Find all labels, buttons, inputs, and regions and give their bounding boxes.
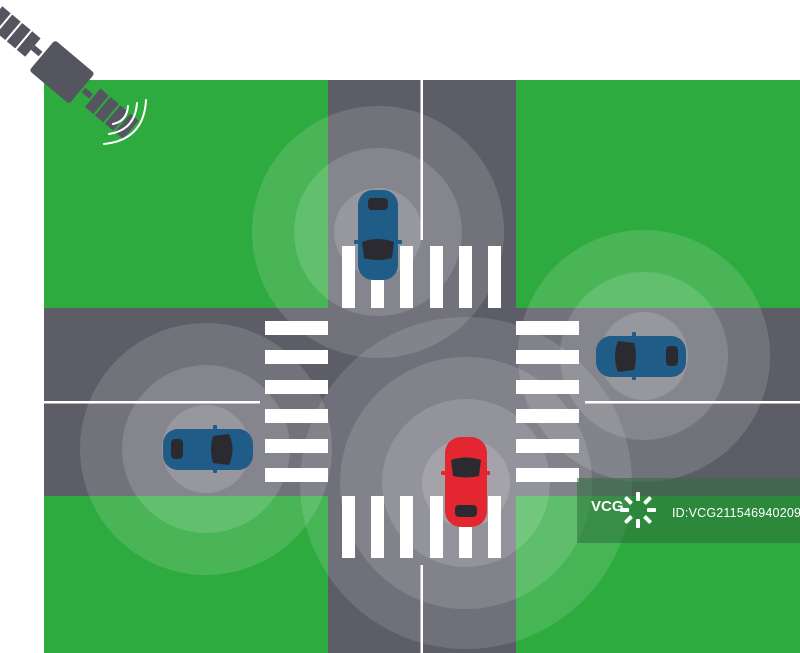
- lane-line-south: [420, 565, 423, 653]
- grass-top-left: [44, 80, 328, 308]
- blue-car-east-icon: [596, 332, 686, 380]
- watermark-id: ID:VCG211546940209: [672, 506, 800, 520]
- blue-car-west-icon: [163, 425, 253, 473]
- vcg-burst-icon: [620, 492, 656, 528]
- lane-line-north: [420, 80, 423, 240]
- watermark-banner: [577, 478, 800, 543]
- crosswalk-west: [265, 321, 328, 482]
- satellite-signal-icon: [103, 99, 147, 145]
- red-car-icon: [441, 437, 490, 527]
- grass-bottom-left: [44, 496, 328, 653]
- lane-line-east: [585, 401, 800, 404]
- lane-line-west: [44, 401, 260, 404]
- crosswalk-east: [516, 321, 579, 482]
- grass-top-right: [516, 80, 800, 308]
- blue-car-north-icon: [354, 190, 402, 280]
- watermark-logo: VCG: [591, 498, 624, 515]
